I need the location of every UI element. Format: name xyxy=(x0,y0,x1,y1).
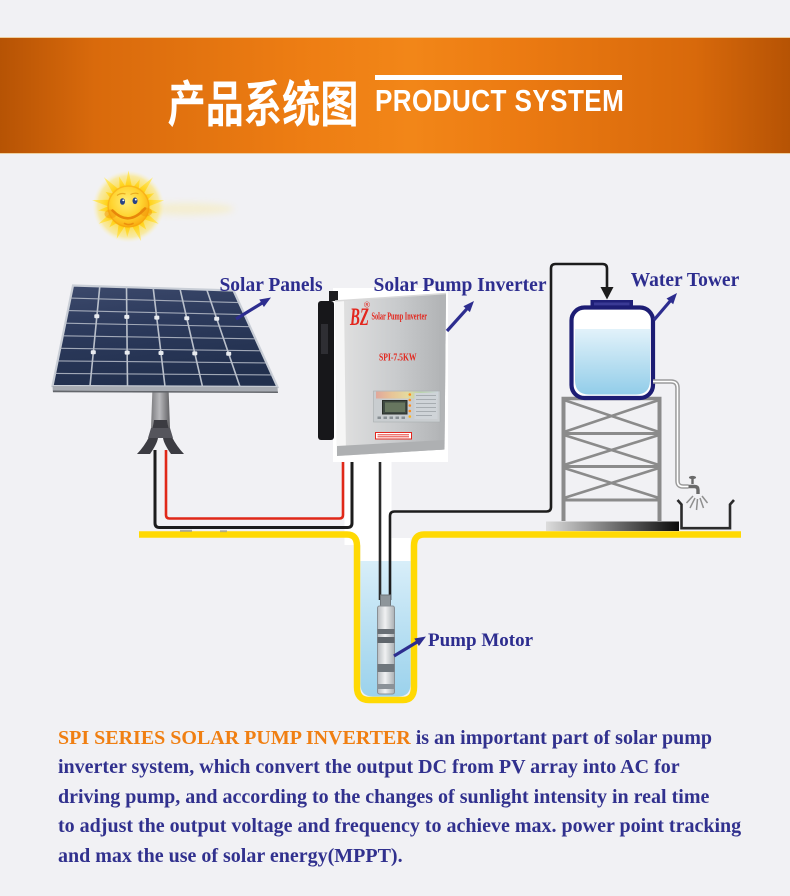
pump-motor-image xyxy=(377,594,395,695)
description-line: inverter system, which convert the outpu… xyxy=(58,756,680,779)
tap-and-basin xyxy=(653,379,735,530)
sun-icon xyxy=(91,170,234,243)
ground-and-well xyxy=(139,450,741,704)
basin xyxy=(676,499,735,530)
scaffold xyxy=(561,396,662,521)
page-title-cn: 产品系统图 xyxy=(168,77,360,127)
faucet-icon xyxy=(685,475,709,511)
description-line: driving pump, and according to the chang… xyxy=(58,785,710,808)
description-paragraph: SPI SERIES SOLAR PUMP INVERTER is an imp… xyxy=(58,724,784,872)
inverter-control-panel xyxy=(373,390,441,423)
dc-wires xyxy=(153,450,354,529)
panel-grid-rows xyxy=(55,297,273,376)
description-line: SPI SERIES SOLAR PUMP INVERTER is an imp… xyxy=(58,726,713,749)
description-highlight: SPI SERIES SOLAR PUMP INVERTER xyxy=(58,726,411,749)
solar-panel-image xyxy=(51,284,280,454)
scaffold-base xyxy=(546,521,679,531)
description-line: and max the use of solar energy(MPPT). xyxy=(58,844,403,867)
water-tower-image xyxy=(546,300,679,531)
page-title-en: PRODUCT SYSTEM xyxy=(375,83,625,118)
inverter-sticker xyxy=(375,432,412,440)
tank-water xyxy=(575,329,650,395)
inverter-brand: BZ xyxy=(349,304,369,331)
inverter-model: SPI-7.5KW xyxy=(379,352,417,364)
label-solar-panels: Solar Panels xyxy=(219,275,323,296)
label-arrowheads xyxy=(259,293,677,646)
ground-line xyxy=(139,531,741,704)
panel-clips xyxy=(90,314,232,356)
panel-pole xyxy=(151,387,170,428)
label-inverter: Solar Pump Inverter xyxy=(374,275,547,296)
inverter-name: Solar Pump Inverter xyxy=(372,312,428,323)
inverter-reg-mark: ® xyxy=(364,301,370,310)
label-pump-motor: Pump Motor xyxy=(428,630,534,651)
pump-cable-and-pipe xyxy=(378,262,614,600)
page-title-cn-glyphs xyxy=(168,79,356,128)
header-divider-rule xyxy=(375,75,622,80)
description-line: to adjust the output voltage and frequen… xyxy=(58,815,742,838)
label-arrows xyxy=(235,298,674,658)
header-banner: 产品系统图 PRODUCT SYSTEM xyxy=(0,37,790,154)
pipe-arrowhead xyxy=(600,287,614,300)
label-water-tower: Water Tower xyxy=(631,270,740,291)
inverter-image: BZ ® Solar Pump Inverter SPI-7.5KW xyxy=(318,288,448,462)
